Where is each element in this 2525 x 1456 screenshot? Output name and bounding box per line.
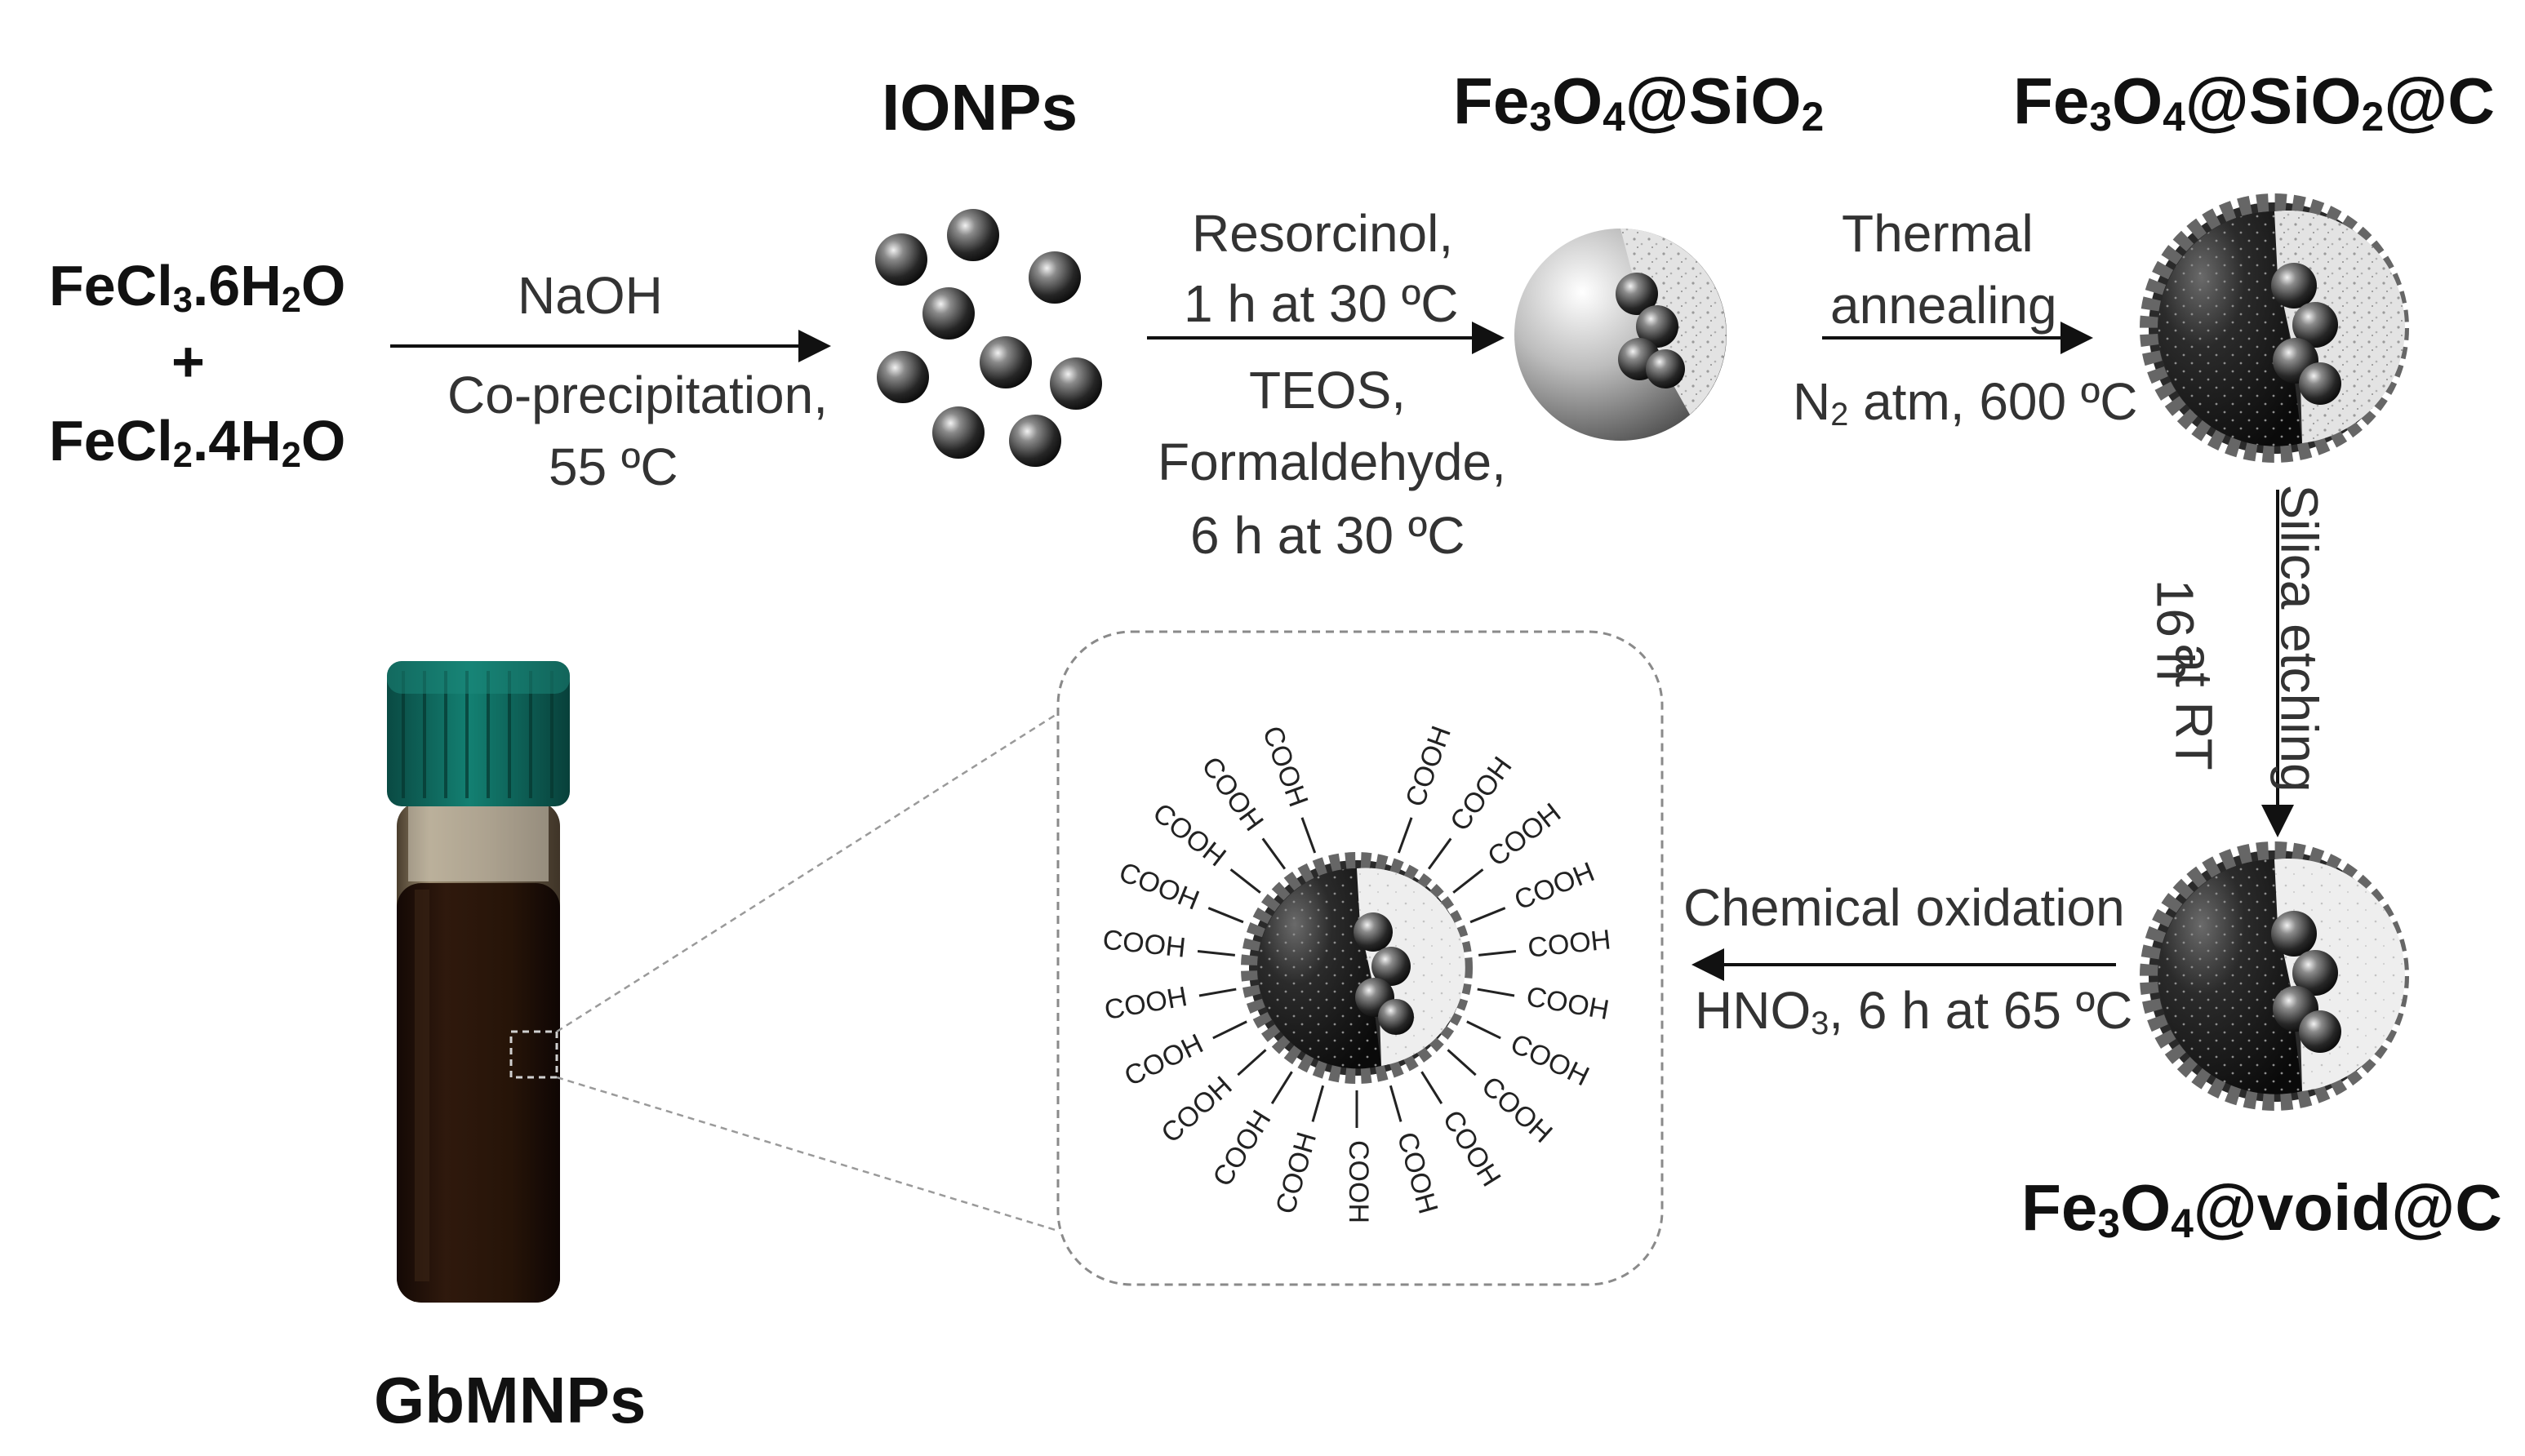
step2-reagent-3: TEOS, (1249, 361, 1407, 419)
cooh-bond-5 (1477, 988, 1515, 997)
cooh-bond-12 (1270, 1071, 1293, 1105)
fe3o4-sio2-c-title: Fe3O4@SiO2@C (2013, 64, 2495, 140)
cooh-bond-20 (1300, 817, 1317, 854)
reactant-fecl3: FeCl3.6H2O (49, 254, 346, 320)
ionps-particles (875, 209, 1102, 467)
cooh-bond-18 (1229, 868, 1261, 894)
cooh-bond-3 (1469, 907, 1506, 924)
zoom-line-bottom (556, 1076, 1059, 1232)
cooh-bond-8 (1420, 1071, 1443, 1105)
reactant-fecl2: FeCl2.4H2O (49, 409, 346, 475)
cooh-bond-16 (1197, 950, 1235, 957)
cooh-bond-6 (1466, 1020, 1501, 1040)
cooh-bond-15 (1198, 988, 1237, 997)
step3-condition-2: annealing (1830, 276, 2057, 335)
cooh-bond-0 (1397, 817, 1413, 854)
step5-label: Chemical oxidation (1683, 878, 2125, 937)
cooh-label-10: COOH (1343, 1140, 1374, 1223)
step1-condition-2: 55 ºC (549, 437, 678, 496)
cooh-bond-11 (1311, 1085, 1325, 1122)
ionps-title: IONPs (882, 71, 1078, 144)
cooh-bond-9 (1389, 1085, 1403, 1122)
step2-condition: 6 h at 30 ºC (1190, 506, 1465, 565)
step2-reagent-4: Formaldehyde, (1158, 433, 1506, 491)
zoom-line-top (556, 712, 1059, 1033)
cooh-bond-2 (1452, 868, 1484, 894)
cooh-bond-4 (1478, 950, 1517, 957)
gbmnps-vial (387, 661, 570, 1303)
gbmnps-title: GbMNPs (374, 1364, 647, 1436)
fe3o4-void-c-particle (2140, 841, 2409, 1111)
fe3o4-sio2-title: Fe3O4@SiO2 (1453, 64, 1825, 140)
step4-condition-2: at RT (2164, 643, 2224, 770)
step1-reagent: NaOH (518, 266, 663, 325)
step4-label: Silica etching (2269, 484, 2329, 792)
step3-condition-1: Thermal (1842, 204, 2034, 263)
fe3o4-void-c-title: Fe3O4@void@C (2021, 1171, 2503, 1246)
step5-condition: HNO3, 6 h at 65 ºC (1695, 981, 2133, 1042)
cooh-bond-14 (1212, 1020, 1247, 1040)
cooh-bond-17 (1207, 907, 1244, 924)
gbmnp-particle (1241, 852, 1473, 1084)
cooh-bond-7 (1447, 1049, 1477, 1076)
step2-reagent-2: 1 h at 30 ºC (1184, 274, 1459, 333)
step2-reagent-1: Resorcinol, (1192, 204, 1454, 263)
cooh-bond-19 (1261, 837, 1287, 870)
step1-condition-1: Co-precipitation, (447, 366, 828, 424)
fe3o4-sio2-c-particle (2140, 193, 2409, 463)
step3-condition-3: N2 atm, 600 ºC (1793, 372, 2138, 433)
plus-sign: + (171, 330, 205, 393)
cooh-bond-13 (1237, 1049, 1267, 1076)
fe3o4-sio2-particle (1514, 229, 1727, 441)
cooh-bond-1 (1427, 837, 1452, 870)
